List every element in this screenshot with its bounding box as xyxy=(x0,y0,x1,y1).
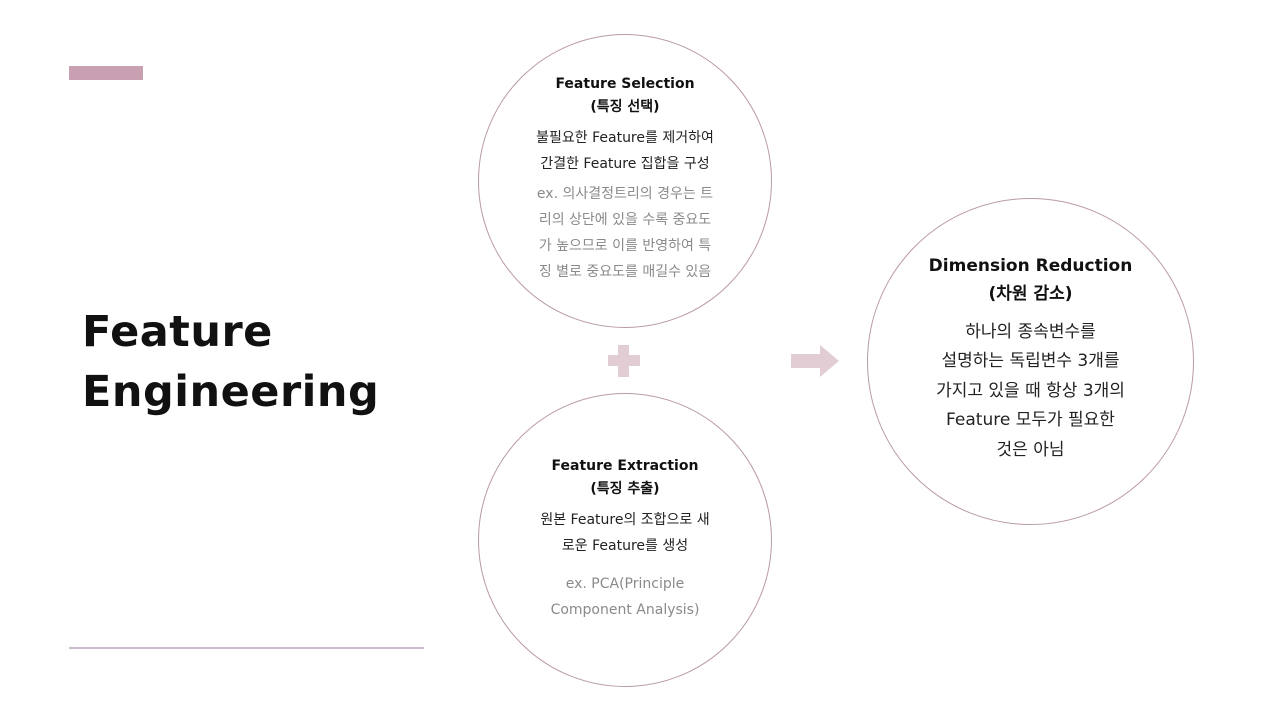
reduction-heading: Dimension Reduction (차원 감소) xyxy=(911,252,1151,308)
reduction-body-line1: 하나의 종속변수를 xyxy=(965,321,1096,342)
selection-example-line2: 리의 상단에 있을 수록 중요도 xyxy=(538,212,712,228)
plus-icon xyxy=(608,345,640,377)
selection-example-line3: 가 높으므로 이를 반영하여 특 xyxy=(538,238,712,254)
selection-heading-line1: Feature Selection xyxy=(555,76,695,92)
dimension-reduction-circle: Dimension Reduction (차원 감소) 하나의 종속변수를 설명… xyxy=(867,198,1194,525)
feature-extraction-circle: Feature Extraction (특징 추출) 원본 Feature의 조… xyxy=(478,393,772,687)
reduction-description: 하나의 종속변수를 설명하는 독립변수 3개를 가지고 있을 때 항상 3개의 … xyxy=(911,318,1151,466)
selection-example: ex. 의사결정트리의 경우는 트 리의 상단에 있을 수록 중요도 가 높으므… xyxy=(525,181,725,285)
extraction-heading-line2: (특징 추출) xyxy=(590,481,660,497)
extraction-description: 원본 Feature의 조합으로 새 로운 Feature를 생성 xyxy=(520,507,730,559)
selection-description: 불필요한 Feature를 제거하여 간결한 Feature 집합을 구성 xyxy=(525,125,725,177)
extraction-body-line2: 로운 Feature를 생성 xyxy=(561,538,689,554)
extraction-heading-line1: Feature Extraction xyxy=(551,458,699,474)
selection-example-line1: ex. 의사결정트리의 경우는 트 xyxy=(536,186,714,202)
arrow-right-icon xyxy=(791,345,839,377)
reduction-body-line3: 가지고 있을 때 항상 3개의 xyxy=(936,380,1125,401)
extraction-example: ex. PCA(Principle Component Analysis) xyxy=(520,571,730,623)
title-line-1: Feature xyxy=(82,307,273,357)
selection-example-line4: 징 별로 중요도를 매길수 있음 xyxy=(538,264,712,280)
reduction-body-line5: 것은 아님 xyxy=(996,439,1065,460)
selection-heading: Feature Selection (특징 선택) xyxy=(525,73,725,119)
extraction-heading: Feature Extraction (특징 추출) xyxy=(520,455,730,501)
feature-selection-circle: Feature Selection (특징 선택) 불필요한 Feature를 … xyxy=(478,34,772,328)
bottom-divider xyxy=(69,647,424,649)
extraction-example-line2: Component Analysis) xyxy=(550,602,700,618)
accent-bar xyxy=(69,66,143,80)
extraction-example-line1: ex. PCA(Principle xyxy=(565,576,685,592)
extraction-body-line1: 원본 Feature의 조합으로 새 xyxy=(540,512,710,528)
reduction-heading-line1: Dimension Reduction xyxy=(928,255,1133,276)
reduction-heading-line2: (차원 감소) xyxy=(988,283,1073,304)
reduction-body-line4: Feature 모두가 필요한 xyxy=(946,410,1115,431)
title-line-2: Engineering xyxy=(82,367,380,417)
slide-title: Feature Engineering xyxy=(82,302,379,422)
selection-body-line1: 불필요한 Feature를 제거하여 xyxy=(536,130,714,146)
selection-body-line2: 간결한 Feature 집합을 구성 xyxy=(540,156,710,172)
selection-heading-line2: (특징 선택) xyxy=(590,99,660,115)
reduction-body-line2: 설명하는 독립변수 3개를 xyxy=(941,351,1120,372)
